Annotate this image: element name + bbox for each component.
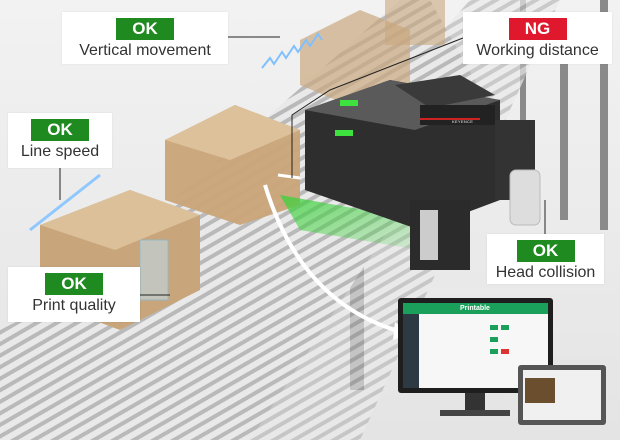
vibration-icon xyxy=(261,32,323,69)
callout-label: Print quality xyxy=(32,297,116,314)
callout-label: Vertical movement xyxy=(79,42,211,59)
data-flow-arrow xyxy=(263,184,396,332)
callout-print-quality: OK Print quality xyxy=(8,267,140,322)
callout-working-distance: NG Working distance xyxy=(463,12,612,64)
status-badge: OK xyxy=(116,18,174,40)
printer-brand: KEYENCE xyxy=(452,119,474,124)
status-badge: OK xyxy=(45,273,103,295)
monitor xyxy=(398,298,606,425)
callout-vertical-movement: OK Vertical movement xyxy=(62,12,228,64)
inkjet-printer xyxy=(305,75,541,270)
callout-leader-lines xyxy=(59,36,546,296)
callout-line-speed: OK Line speed xyxy=(8,113,112,168)
status-badge: NG xyxy=(508,18,567,40)
status-badge: OK xyxy=(516,240,575,262)
callout-head-collision: OK Head collision xyxy=(487,234,604,284)
line-speed-arrow xyxy=(29,173,101,232)
callout-label: Line speed xyxy=(20,143,100,160)
callout-label: Working distance xyxy=(476,42,599,59)
monitor-title: Printable xyxy=(460,305,490,312)
callout-label: Head collision xyxy=(495,264,596,281)
status-badge: OK xyxy=(31,119,89,141)
